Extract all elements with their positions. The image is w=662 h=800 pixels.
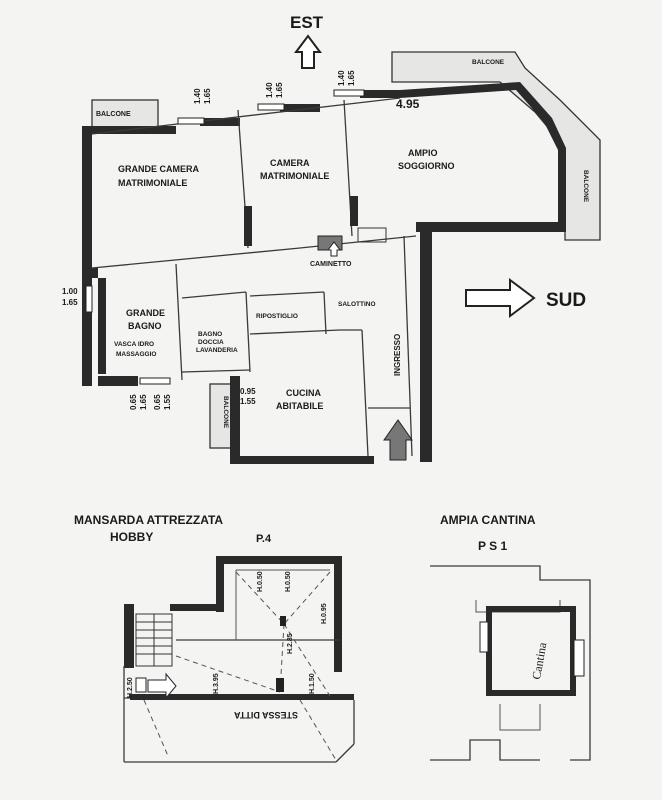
mansarda-heights: H.0.50 H.0.50 H.2.85 H.0.95 H.3.95 H.1.5… — [127, 571, 328, 698]
svg-text:1.00: 1.00 — [62, 287, 78, 296]
room-ingresso: INGRESSO — [393, 334, 402, 376]
svg-text:H.3.95: H.3.95 — [213, 673, 220, 694]
room-salottino: SALOTTINO — [338, 301, 376, 308]
balcony-label-4: BALCONE — [222, 396, 229, 429]
fireplace-label: CAMINETTO — [310, 261, 352, 268]
svg-text:1.65: 1.65 — [275, 82, 284, 98]
cantina-plan — [430, 565, 591, 761]
mansarda-floor: P.4 — [256, 533, 272, 545]
svg-text:1.65: 1.65 — [62, 298, 78, 307]
svg-text:H.2.85: H.2.85 — [287, 633, 294, 654]
svg-text:1.40: 1.40 — [265, 82, 274, 98]
svg-text:0.95: 0.95 — [240, 387, 256, 396]
mansarda-title: MANSARDA ATTREZZATA — [74, 513, 223, 527]
room-ripostiglio: RIPOSTIGLIO — [256, 313, 298, 320]
balcony-label-2: BALCONE — [472, 59, 505, 66]
entrance-arrow-icon — [383, 419, 413, 461]
svg-text:0.65: 0.65 — [153, 394, 162, 410]
balcony-label-3: BALCONE — [582, 170, 589, 203]
svg-text:H.0.50: H.0.50 — [257, 571, 264, 592]
svg-text:1.40: 1.40 — [337, 70, 346, 86]
svg-text:1.65: 1.65 — [203, 88, 212, 104]
cantina-title: AMPIA CANTINA — [440, 513, 536, 527]
stairs — [135, 613, 173, 667]
fireplace-arrow-icon — [327, 241, 341, 257]
mansarda-mirrored-text: STESSA DITTA — [234, 710, 299, 720]
svg-text:1.55: 1.55 — [240, 397, 256, 406]
south-arrow-icon — [465, 278, 536, 318]
main-apartment-plan: CAMINETTO — [82, 51, 601, 464]
svg-text:4.95: 4.95 — [396, 97, 420, 111]
svg-text:H.0.50: H.0.50 — [285, 571, 292, 592]
mansarda-plan — [123, 556, 355, 763]
dimension-labels: 1.40 1.65 1.40 1.65 1.40 1.65 4.95 1.00 … — [62, 70, 420, 410]
south-label: SUD — [546, 290, 586, 311]
east-label: EST — [290, 13, 324, 32]
svg-text:1.55: 1.55 — [163, 394, 172, 410]
svg-text:1.65: 1.65 — [139, 394, 148, 410]
cantina-room-label: Cantina — [529, 641, 549, 681]
svg-text:1.40: 1.40 — [193, 88, 202, 104]
cantina-floor: P S 1 — [478, 539, 507, 553]
svg-text:H.0.95: H.0.95 — [321, 603, 328, 624]
svg-text:H.2.50: H.2.50 — [127, 677, 134, 698]
svg-text:1.65: 1.65 — [347, 70, 356, 86]
balcony-top-left — [91, 99, 159, 129]
balcony-right — [391, 51, 601, 241]
svg-text:H.1.50: H.1.50 — [309, 673, 316, 694]
balcony-label-1: BALCONE — [96, 111, 131, 118]
mansarda-subtitle: HOBBY — [110, 530, 153, 544]
svg-text:0.65: 0.65 — [129, 394, 138, 410]
east-arrow-icon — [294, 34, 322, 69]
